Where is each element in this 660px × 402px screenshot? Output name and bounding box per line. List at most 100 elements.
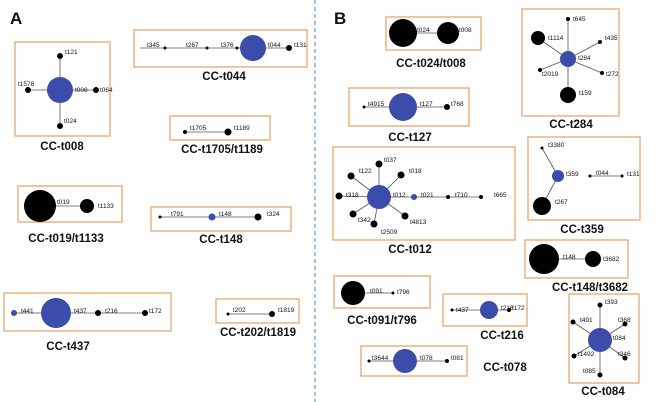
- node-label: t131: [294, 42, 307, 49]
- node: [158, 215, 162, 219]
- node: [397, 171, 405, 179]
- node-label: t044: [596, 170, 609, 177]
- node-label: t267: [186, 42, 199, 49]
- complex-cc-t216: t437 t216 t172 CC-t216: [442, 293, 528, 342]
- complex-box: [332, 146, 516, 241]
- node: [444, 104, 450, 110]
- node: [538, 68, 542, 72]
- node-label: t2019: [542, 71, 559, 78]
- complex-cc-t127: t4915 t127 t768 CC-t127: [348, 87, 470, 144]
- node: [349, 210, 357, 218]
- node-label: t796: [397, 289, 410, 296]
- node-label: t368: [618, 317, 631, 324]
- node: [25, 87, 31, 93]
- node-label: t324: [267, 211, 280, 218]
- node-label: t131: [627, 171, 640, 178]
- node: [560, 87, 576, 103]
- node: [391, 291, 395, 295]
- complex-cc-t084: t393 t491 t368 t084 t1492 t346 t085 CC-t…: [568, 293, 640, 398]
- complex-caption: CC-t437: [46, 341, 89, 353]
- node-label: t024: [64, 118, 77, 125]
- node: [80, 199, 94, 213]
- node: [367, 359, 371, 363]
- node-label: t1819: [278, 307, 295, 314]
- node-label: t078: [420, 355, 433, 362]
- node: [57, 53, 63, 59]
- founder-node: [560, 51, 576, 67]
- complex-caption: CC-t202/t1819: [220, 327, 296, 339]
- complex-box: [215, 298, 300, 324]
- complex-cc-t284: t645 t1114 t435 t284 t2019 t272 t159 CC-…: [521, 8, 620, 131]
- node-label: t3644: [372, 355, 389, 362]
- complex-caption: CC-t091/t796: [347, 315, 417, 327]
- founder-node: [480, 301, 498, 319]
- node-label: t148: [219, 211, 232, 218]
- node: [507, 308, 511, 312]
- panel-a-label: A: [10, 9, 22, 28]
- node: [540, 146, 544, 150]
- node: [445, 359, 449, 363]
- node: [597, 372, 603, 378]
- complex-box: [150, 206, 292, 232]
- node-label: t127: [420, 101, 433, 108]
- node: [533, 197, 551, 215]
- node: [11, 310, 17, 316]
- node-label: t441: [21, 308, 34, 315]
- node: [183, 130, 187, 134]
- node: [341, 281, 365, 305]
- node-label: t768: [451, 101, 464, 108]
- node: [224, 128, 232, 136]
- node-label: t216: [105, 308, 118, 315]
- complex-cc-t1705-t1189: t1705 t1189 CC-t1705/t1189: [169, 115, 271, 156]
- founder-node: [552, 170, 564, 182]
- founder-node: [47, 77, 73, 103]
- node: [362, 105, 366, 109]
- node: [566, 17, 570, 21]
- founder-node: [208, 213, 216, 221]
- complex-cc-t148-t3682: t148 t3682 CC-t148/t3682: [524, 239, 629, 294]
- node: [142, 310, 148, 316]
- node-label: t024: [417, 27, 430, 34]
- founder-node: [393, 349, 417, 373]
- node: [531, 31, 545, 45]
- complex-cc-t078: t3644 t078 t081 CC-t078: [360, 345, 527, 377]
- founder-node: [389, 93, 417, 121]
- node: [571, 353, 577, 359]
- complex-cc-t012: t037 t122 t018 t318 t012 t021 t710 t665 …: [332, 146, 516, 256]
- node-label: t645: [573, 16, 586, 23]
- node: [411, 194, 417, 200]
- complex-caption: CC-t127: [388, 132, 431, 144]
- complex-cc-t044: t345 t267 t376 t044 t131 CC-t044: [133, 29, 308, 83]
- complex-caption: CC-t216: [480, 330, 523, 342]
- complex-caption: CC-t1705/t1189: [181, 144, 263, 156]
- founder-node: [588, 328, 612, 352]
- complex-caption: CC-t012: [388, 244, 431, 256]
- node-label: t393: [605, 299, 618, 306]
- node-label: t267: [555, 199, 568, 206]
- node: [269, 311, 275, 317]
- node-label: t4915: [368, 101, 385, 108]
- complex-cc-t091-t796: t091 t796 CC-t091/t796: [333, 275, 431, 327]
- node-label: t1189: [234, 125, 250, 132]
- node-label: t012: [393, 192, 406, 199]
- complex-box: [169, 115, 271, 141]
- node-label: t172: [512, 305, 525, 312]
- node: [57, 123, 63, 129]
- node-label: t345: [147, 42, 160, 49]
- node: [95, 310, 101, 316]
- node: [163, 46, 167, 50]
- node-label: t284: [578, 55, 591, 62]
- complex-caption: CC-t044: [202, 71, 246, 83]
- complex-caption: CC-t084: [581, 386, 625, 398]
- node: [24, 190, 56, 222]
- node: [600, 71, 604, 75]
- node-label: t491: [580, 317, 593, 324]
- node-label: t791: [171, 211, 184, 218]
- node: [570, 319, 576, 325]
- node: [598, 40, 602, 44]
- node: [446, 195, 450, 199]
- node-label: t008: [459, 27, 472, 34]
- node: [235, 46, 239, 50]
- complex-cc-t019-t1133: t019 t1133 CC-t019/t1133: [17, 185, 123, 245]
